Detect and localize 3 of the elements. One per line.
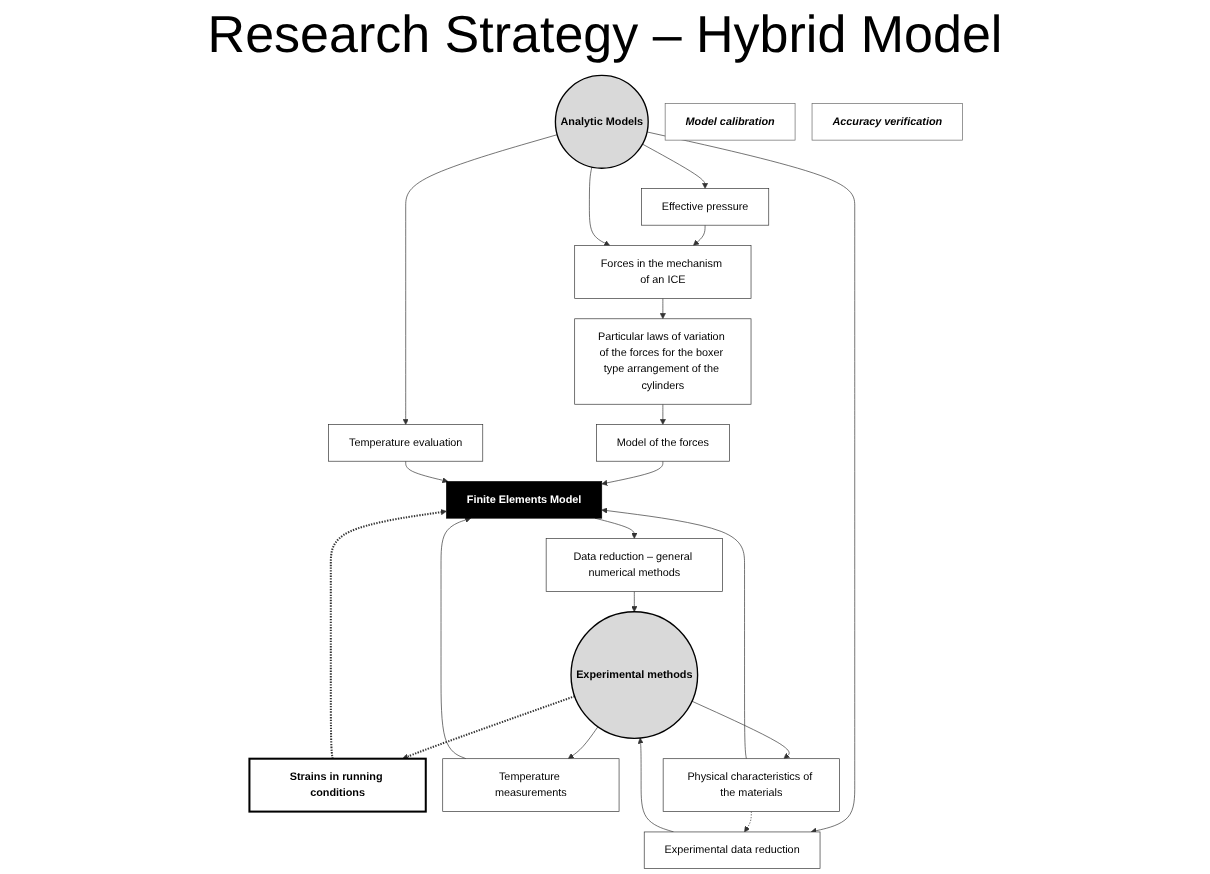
arrow	[328, 509, 446, 759]
diagram-title: Research Strategy – Hybrid Model	[207, 4, 1003, 66]
arrow	[401, 695, 575, 760]
